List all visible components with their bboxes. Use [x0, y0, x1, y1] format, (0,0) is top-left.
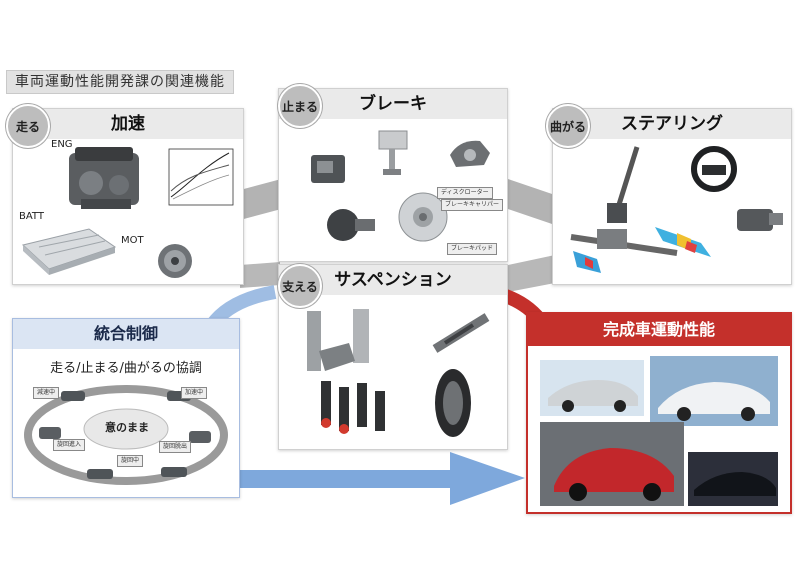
vehicle-photos — [540, 356, 778, 506]
blue-big-arrow — [240, 452, 525, 505]
gray-connector-lower-left — [240, 262, 280, 288]
disc-rotor-image — [398, 192, 448, 242]
steering-title: ステアリング — [553, 109, 791, 139]
acceleration-panel: 加速 ENG BATT MOT — [12, 108, 244, 285]
rack-fea-image — [655, 227, 711, 257]
eng-label: ENG — [51, 139, 73, 150]
steering-panel: ステアリング — [552, 108, 792, 285]
acceleration-title: 加速 — [13, 109, 243, 139]
page-title: 車両運動性能開発課の関連機能 — [6, 70, 234, 94]
complete-vehicle-panel: 完成車運動性能 — [526, 312, 792, 514]
decel-tag: 減速中 — [33, 387, 60, 399]
gray-connector-right — [505, 178, 555, 225]
batt-label: BATT — [19, 211, 44, 222]
badge-run: 走る — [6, 104, 50, 148]
gray-connector-left — [240, 178, 285, 220]
integrated-control-title: 統合制御 — [13, 319, 239, 349]
damper-image — [432, 313, 490, 353]
tire-image — [435, 369, 471, 437]
badge-turn: 曲がる — [546, 104, 590, 148]
mot-label: MOT — [121, 235, 144, 246]
integrated-control-panel: 統合制御 走る/止まる/曲がるの協調 意のまま 減速中 加速中 旋回進入 旋回中… — [12, 318, 240, 498]
badge-stop: 止まる — [278, 84, 322, 128]
turn-tag: 旋回中 — [117, 455, 144, 467]
output-graph — [168, 148, 234, 206]
center-label: 意のまま — [105, 421, 149, 434]
suspension-arms-image — [307, 309, 385, 434]
integrated-control-diagram — [24, 385, 228, 485]
turn-exit-tag: 旋回脱出 — [159, 441, 192, 453]
disc-rotor-label: ディスクローター — [437, 187, 493, 199]
motor-image — [158, 244, 192, 278]
booster-image — [327, 209, 375, 241]
engine-image — [69, 147, 139, 209]
brake-actuator-image — [311, 155, 345, 183]
steering-gearbox-image — [737, 209, 783, 231]
gray-connector-lower-right — [508, 255, 555, 292]
integrated-control-subtitle: 走る/止まる/曲がるの協調 — [50, 361, 202, 376]
battery-image — [21, 228, 117, 275]
pedal-image — [378, 130, 408, 175]
caliper-image — [450, 140, 490, 167]
steering-wheel-image — [691, 146, 737, 192]
complete-vehicle-title: 完成車運動性能 — [528, 314, 790, 346]
caliper-label: ブレーキキャリパー — [441, 199, 504, 211]
accel-tag: 加速中 — [181, 387, 208, 399]
pad-label: ブレーキパッド — [447, 243, 498, 255]
badge-support: 支える — [278, 264, 322, 308]
steering-column-image — [570, 146, 678, 273]
turn-in-tag: 旋回進入 — [53, 439, 86, 451]
